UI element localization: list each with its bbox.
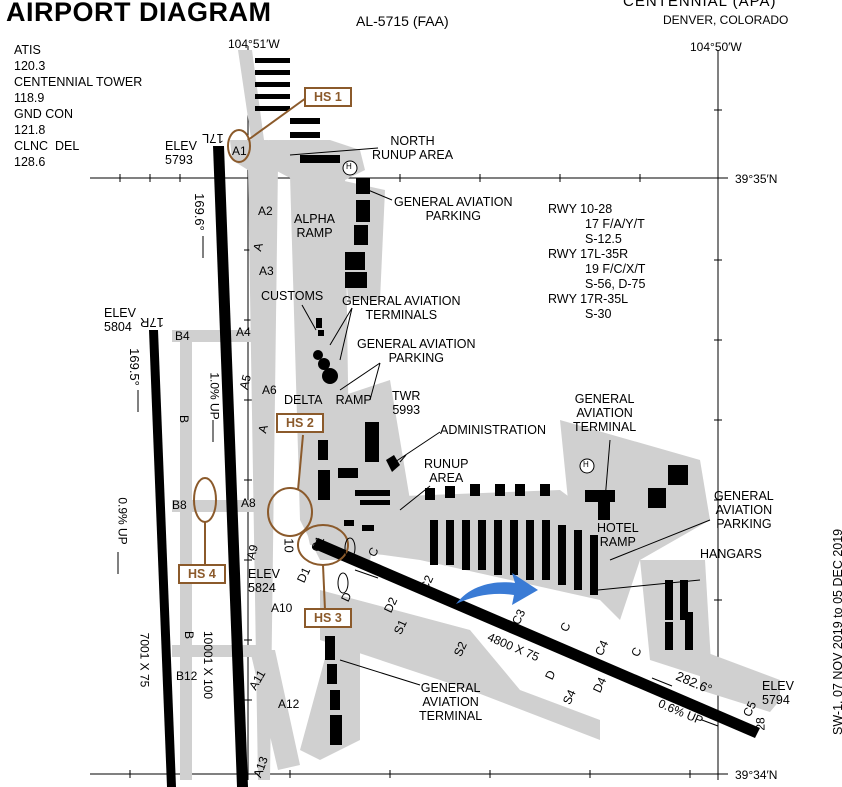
- runway-17l-label: 17L: [202, 131, 224, 146]
- taxiway-a6-label: A6: [262, 383, 277, 397]
- helipad-north-label: H: [346, 162, 352, 171]
- taxiway-b4-label: B4: [175, 329, 190, 343]
- runway-28-label: 28: [753, 717, 768, 731]
- taxiway-b-label-south: B: [182, 630, 197, 640]
- freq-name: CENTENNIAL TOWER: [14, 75, 143, 89]
- tower-label: TWR 5993: [392, 389, 421, 417]
- runup-area-label: RUNUP AREA: [424, 457, 469, 485]
- runway-17r-label: 17R: [140, 315, 164, 330]
- heading-arrows: [117, 236, 719, 727]
- taxiway-a2-label: A2: [258, 204, 273, 218]
- freq-value: 121.8: [14, 123, 46, 137]
- runway-info-title: RWY 17L-35R: [548, 247, 629, 261]
- longitude-west-label: 104°51′W: [228, 37, 280, 51]
- runway-17r-gradient: 0.9% UP: [115, 497, 130, 545]
- freq-name: GND CON: [14, 107, 74, 121]
- frequency-list: ATIS 120.3 CENTENNIAL TOWER 118.9 GND CO…: [14, 42, 142, 170]
- ga-terminal-south-label: GENERAL AVIATION TERMINAL: [419, 681, 483, 723]
- hot-spot-2[interactable]: HS 2: [276, 413, 324, 433]
- freq-value: 118.9: [14, 91, 45, 105]
- runway-info-line: 19 F/C/X/T: [585, 262, 646, 276]
- taxiway-a8-label: A8: [241, 496, 256, 510]
- taxiway-a10-label: A10: [271, 601, 293, 615]
- pavement-areas: [172, 50, 780, 780]
- runway-17l-gradient: 1.0% UP: [207, 372, 222, 420]
- taxiway-b8-label: B8: [172, 498, 187, 512]
- ga-terminal-east-label: GENERAL AVIATION TERMINAL: [573, 392, 637, 434]
- freq-name: CLNC DEL: [14, 139, 80, 153]
- document-number: AL-5715 (FAA): [356, 13, 449, 29]
- freq-value: 120.3: [14, 59, 46, 73]
- elevation-17l: ELEV 5793: [165, 139, 197, 167]
- runway-17l-dimensions: 10001 X 100: [201, 630, 216, 700]
- customs-label: CUSTOMS: [261, 289, 324, 303]
- effective-dates-note: SW-1, 07 NOV 2019 to 05 DEC 2019: [831, 528, 842, 735]
- airport-city: DENVER, COLORADO: [663, 13, 789, 27]
- elevation-17r: ELEV 5804: [104, 306, 136, 334]
- taxiway-a3-label: A3: [259, 264, 274, 278]
- taxiway-a4-label: A4: [236, 325, 251, 339]
- north-runup-area-label: NORTH RUNUP AREA: [372, 134, 454, 162]
- runway-info-line: S-56, D-75: [585, 277, 646, 291]
- buildings: [255, 58, 693, 745]
- runway-info: RWY 10-28 17 F/A/Y/T S-12.5 RWY 17L-35R …: [548, 202, 645, 322]
- ga-parking-central-label: GENERAL AVIATION PARKING: [357, 337, 476, 365]
- runway-info-title: RWY 17R-35L: [548, 292, 629, 306]
- runway-17r-35l: [149, 330, 176, 787]
- hangars-label: HANGARS: [700, 547, 762, 561]
- runway-17l-35r: [213, 146, 248, 787]
- highlight-arrow: [456, 573, 538, 605]
- runway-10-28: [312, 538, 760, 738]
- elevation-10: ELEV 5824: [248, 567, 280, 595]
- administration-label: ADMINISTRATION: [440, 423, 547, 437]
- longitude-east-label: 104°50′W: [690, 40, 742, 54]
- runway-10-label: 10: [281, 538, 297, 553]
- runway-info-line: S-30: [585, 307, 612, 321]
- runways: [149, 146, 760, 787]
- elevation-28: ELEV 5794: [762, 679, 794, 707]
- ga-parking-north-label: GENERAL AVIATION PARKING: [394, 195, 513, 223]
- ga-parking-east-label: GENERAL AVIATION PARKING: [714, 489, 774, 531]
- helipad-east-label: H: [583, 460, 589, 469]
- runway-info-line: S-12.5: [585, 232, 622, 246]
- freq-value: 128.6: [14, 155, 46, 169]
- runway-17r-dimensions: 7001 X 75: [137, 632, 152, 688]
- runway-17l-heading: 169.6°: [191, 193, 207, 231]
- hot-spot-4[interactable]: HS 4: [178, 564, 226, 584]
- taxiway-b12-label: B12: [176, 669, 198, 683]
- taxiway-a12-label: A12: [278, 697, 300, 711]
- alpha-ramp-label: ALPHA RAMP: [294, 212, 335, 240]
- latitude-south-label: 39°34′N: [735, 768, 778, 782]
- taxiway-a1-label: A1: [232, 144, 247, 158]
- delta-ramp-label: DELTA RAMP: [284, 393, 372, 407]
- latitude-north-label: 39°35′N: [735, 172, 778, 186]
- freq-name: ATIS: [14, 43, 41, 57]
- leader-lines: [289, 147, 711, 686]
- runway-17r-heading: 169.5°: [126, 348, 142, 386]
- ga-terminals-label: GENERAL AVIATION TERMINALS: [342, 294, 461, 322]
- hot-spot-3[interactable]: HS 3: [304, 608, 352, 628]
- runway-info-title: RWY 10-28: [548, 202, 613, 216]
- hotel-ramp-label: HOTEL RAMP: [597, 521, 639, 549]
- runway-info-line: 17 F/A/Y/T: [585, 217, 645, 231]
- hot-spot-markers: [193, 97, 356, 611]
- airport-name: CENTENNIAL (APA): [623, 0, 777, 10]
- hot-spot-1[interactable]: HS 1: [304, 87, 352, 107]
- taxiway-b-label-north: B: [177, 414, 192, 424]
- helipads: [342, 160, 595, 474]
- diagram-title: AIRPORT DIAGRAM: [6, 0, 272, 27]
